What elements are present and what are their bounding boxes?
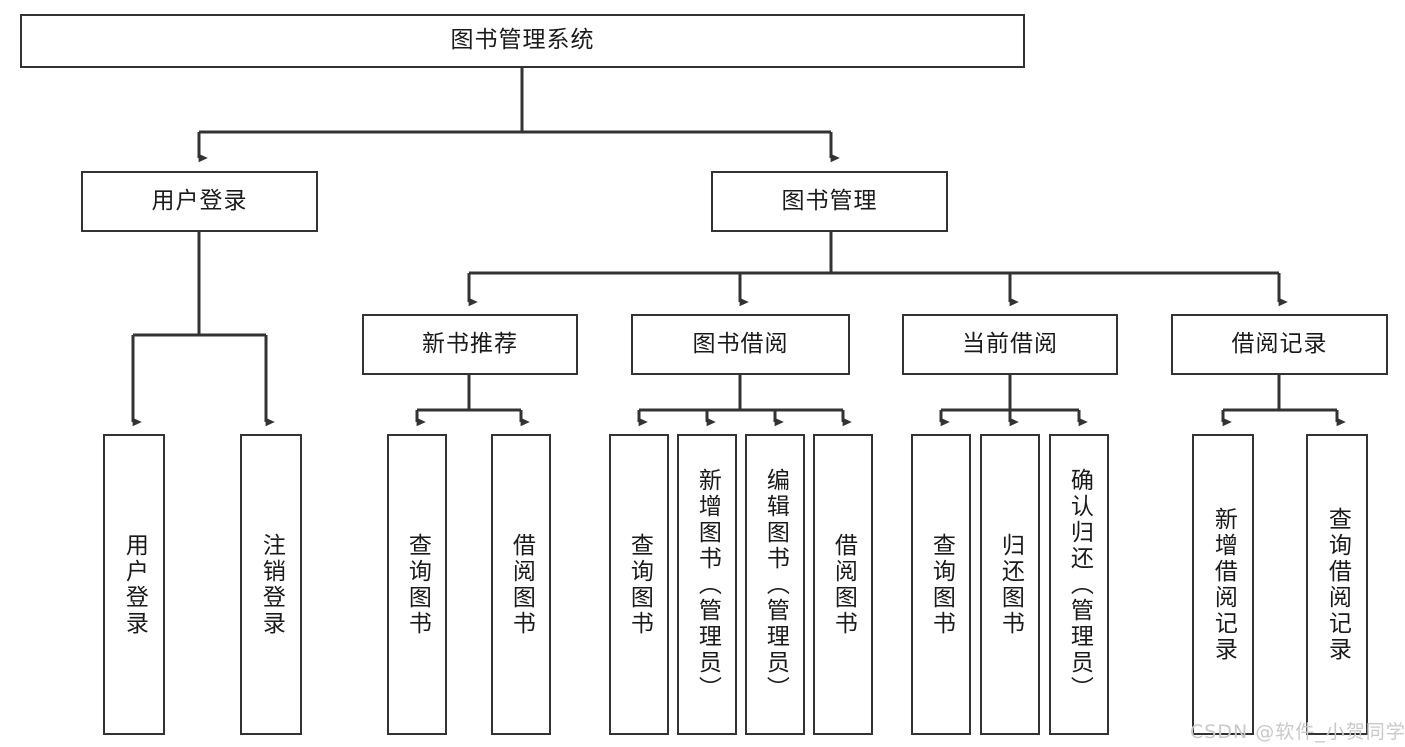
- node-leaf-borrow-book-2-label: 借阅图书: [830, 532, 857, 637]
- node-leaf-add-book-label: 新增图书（管理员）: [694, 467, 721, 702]
- node-leaf-logout-login[interactable]: 注销登录: [240, 434, 302, 735]
- node-leaf-query-book-3-label: 查询图书: [928, 532, 955, 637]
- node-leaf-confirm-return[interactable]: 确认归还（管理员）: [1049, 434, 1109, 735]
- node-new-book-recommend-label: 新书推荐: [422, 330, 518, 357]
- node-leaf-borrow-book-1-label: 借阅图书: [508, 532, 535, 637]
- node-leaf-confirm-return-label: 确认归还（管理员）: [1066, 467, 1093, 702]
- node-leaf-user-login-label: 用户登录: [121, 532, 148, 637]
- node-book-manage[interactable]: 图书管理: [711, 171, 948, 232]
- node-root-label: 图书管理系统: [450, 27, 595, 54]
- node-leaf-query-book-2-label: 查询图书: [626, 532, 653, 637]
- node-new-book-recommend[interactable]: 新书推荐: [362, 314, 578, 375]
- node-leaf-query-book-2[interactable]: 查询图书: [609, 434, 669, 735]
- node-leaf-add-book[interactable]: 新增图书（管理员）: [677, 434, 737, 735]
- node-leaf-logout-login-label: 注销登录: [258, 532, 285, 637]
- node-leaf-add-record[interactable]: 新增借阅记录: [1192, 434, 1254, 735]
- node-leaf-query-book-3[interactable]: 查询图书: [911, 434, 971, 735]
- node-leaf-add-record-label: 新增借阅记录: [1210, 506, 1237, 663]
- node-leaf-edit-book-label: 编辑图书（管理员）: [762, 467, 789, 702]
- node-leaf-query-record[interactable]: 查询借阅记录: [1306, 434, 1368, 735]
- node-leaf-query-record-label: 查询借阅记录: [1324, 506, 1351, 663]
- node-leaf-edit-book[interactable]: 编辑图书（管理员）: [745, 434, 805, 735]
- node-current-borrow[interactable]: 当前借阅: [902, 314, 1118, 375]
- node-leaf-return-book-label: 归还图书: [997, 532, 1024, 637]
- node-book-borrow-label: 图书借阅: [692, 330, 789, 357]
- node-leaf-return-book[interactable]: 归还图书: [980, 434, 1040, 735]
- csdn-watermark: CSDN @软件_小贺同学: [1190, 721, 1405, 743]
- node-leaf-query-book-1-label: 查询图书: [404, 532, 431, 637]
- node-borrow-record-label: 借阅记录: [1231, 330, 1328, 357]
- node-current-borrow-label: 当前借阅: [962, 330, 1058, 357]
- node-book-manage-label: 图书管理: [781, 187, 878, 214]
- node-book-borrow[interactable]: 图书借阅: [631, 314, 850, 375]
- node-leaf-borrow-book-1[interactable]: 借阅图书: [491, 434, 551, 735]
- node-leaf-query-book-1[interactable]: 查询图书: [387, 434, 447, 735]
- node-root[interactable]: 图书管理系统: [20, 14, 1025, 68]
- node-user-login[interactable]: 用户登录: [81, 171, 318, 232]
- node-user-login-label: 用户登录: [151, 187, 248, 214]
- node-leaf-borrow-book-2[interactable]: 借阅图书: [813, 434, 873, 735]
- node-borrow-record[interactable]: 借阅记录: [1171, 314, 1388, 375]
- node-leaf-user-login[interactable]: 用户登录: [103, 434, 165, 735]
